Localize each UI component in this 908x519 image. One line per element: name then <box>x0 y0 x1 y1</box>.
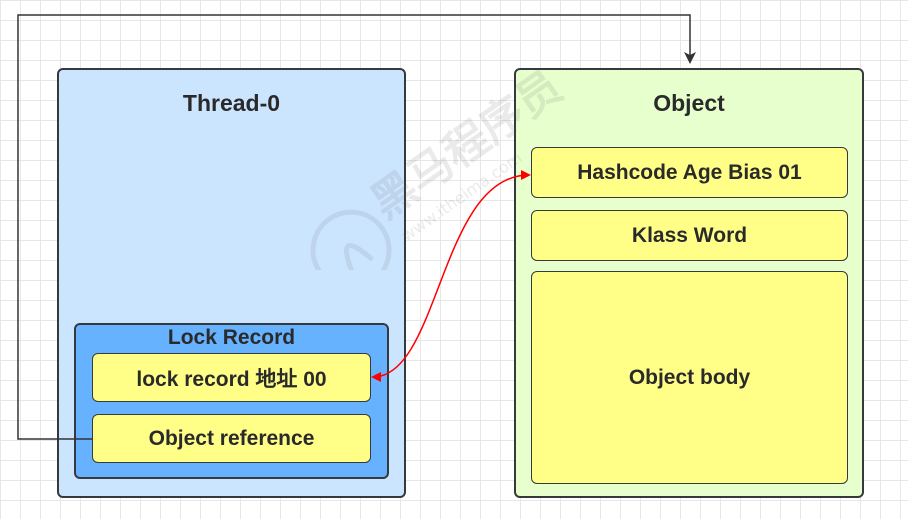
watermark-logo: 黑马程序员 www.itheima.com <box>310 61 570 270</box>
mark-word-field: Hashcode Age Bias 01 <box>531 147 848 198</box>
object-body-field: Object body <box>531 271 848 484</box>
lock-record-title: Lock Record <box>167 326 296 349</box>
lock-record-address-field: lock record 地址 00 <box>92 353 371 402</box>
object-reference-field: Object reference <box>92 414 371 463</box>
klass-word-field: Klass Word <box>531 210 848 261</box>
